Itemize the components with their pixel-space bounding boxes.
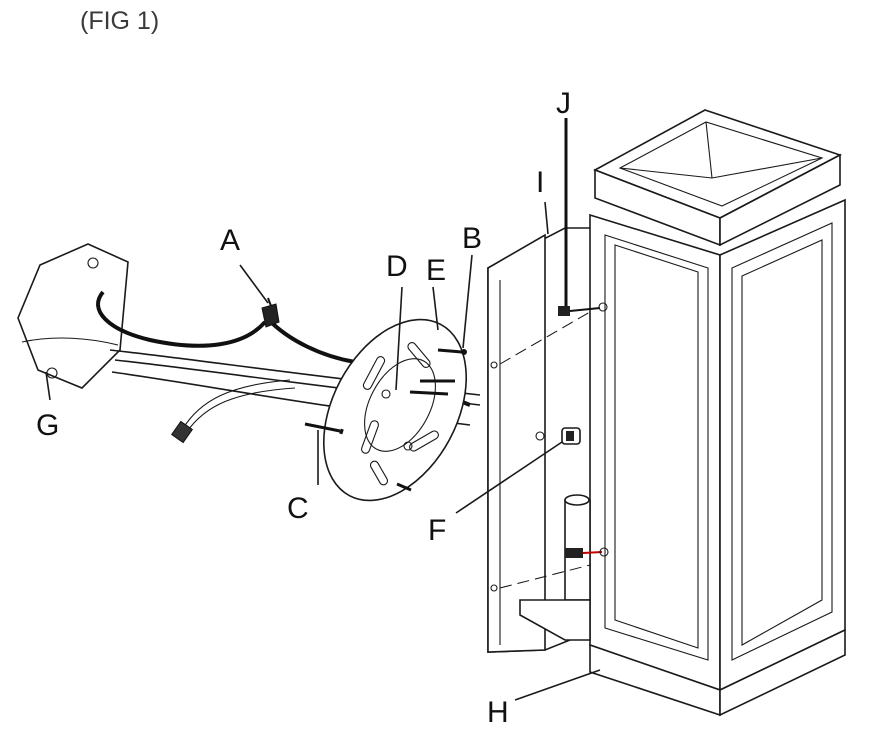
label-j: J — [556, 87, 571, 120]
junction-box — [17, 243, 129, 389]
label-g: G — [36, 409, 59, 442]
leader-lines — [45, 118, 601, 701]
lantern-body — [589, 109, 846, 717]
mounting-screw — [437, 348, 467, 355]
cap-nut — [535, 427, 581, 445]
label-e: E — [426, 254, 446, 287]
label-a: A — [220, 224, 240, 257]
crossbar-screws — [396, 379, 455, 492]
label-i: I — [536, 166, 544, 199]
label-f: F — [428, 514, 446, 547]
part-labels: A B C D E F G H I J — [36, 87, 571, 729]
label-d: D — [386, 250, 408, 283]
wall-screw — [304, 422, 344, 435]
set-screw — [499, 302, 608, 365]
label-c: C — [287, 492, 309, 525]
lamp-arm — [499, 494, 609, 641]
label-h: H — [487, 696, 509, 729]
label-b: B — [462, 222, 482, 255]
figure-caption: (FIG 1) — [80, 7, 159, 35]
wire-connector — [261, 297, 280, 328]
mounting-plate — [322, 318, 468, 502]
